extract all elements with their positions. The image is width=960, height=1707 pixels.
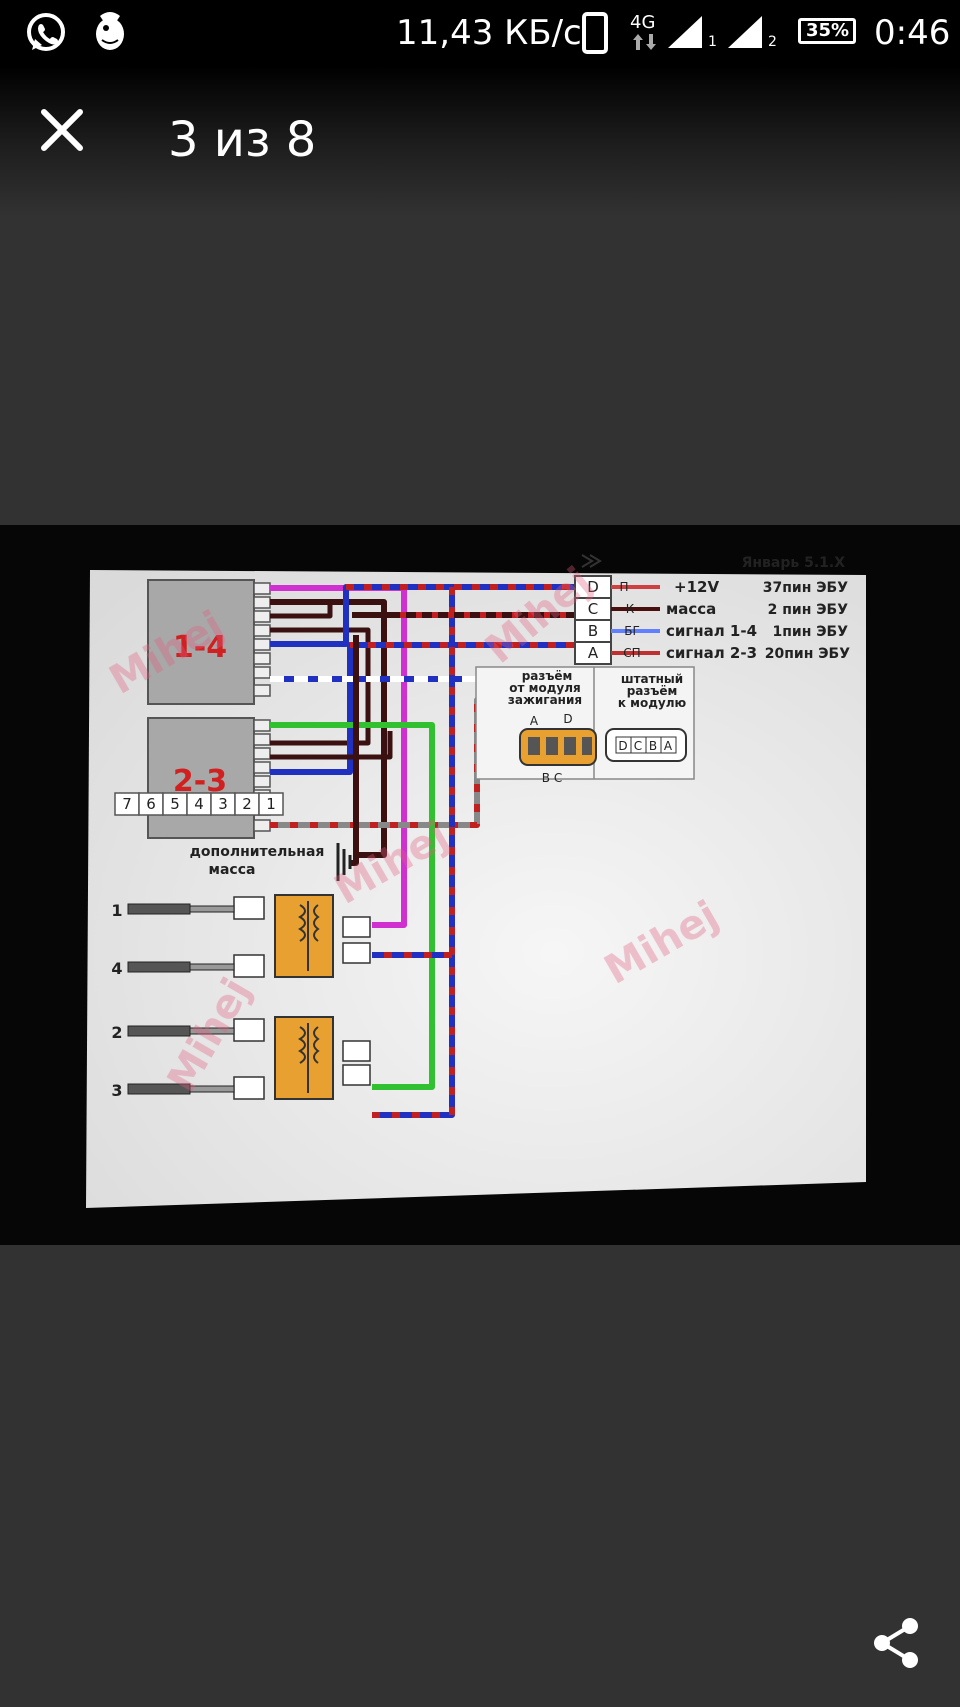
stock-pin: C bbox=[634, 739, 642, 753]
terminal-strip bbox=[114, 792, 284, 816]
sim1-label: 1 bbox=[708, 34, 717, 50]
ignition-coil-1-4 bbox=[274, 894, 334, 978]
page-counter: 3 из 8 bbox=[168, 112, 317, 168]
terminal-num: 3 bbox=[218, 795, 228, 813]
close-icon bbox=[41, 109, 83, 151]
network-type: 4G bbox=[630, 12, 656, 33]
module-plug-icon bbox=[519, 728, 597, 766]
connector-pin: C bbox=[588, 600, 598, 618]
signal-label: +12V bbox=[674, 578, 719, 596]
spark-plug-label: 4 bbox=[111, 959, 122, 978]
ecu-pin: 2 пин ЭБУ bbox=[768, 602, 849, 618]
ground-symbol bbox=[336, 843, 352, 881]
spark-plug-label: 2 bbox=[111, 1023, 122, 1042]
wire-code: СП bbox=[623, 646, 640, 660]
connector-pin: B bbox=[588, 622, 598, 640]
stock-pin: D bbox=[618, 739, 627, 753]
fish-app-icon bbox=[96, 12, 124, 50]
signal-label: сигнал 2-3 bbox=[666, 644, 757, 662]
wire-code: БГ bbox=[624, 624, 640, 638]
module-pin: A bbox=[530, 714, 539, 728]
wire-code: П bbox=[619, 580, 628, 594]
share-icon bbox=[874, 1618, 918, 1668]
coil-terminals bbox=[233, 896, 371, 1100]
status-bar: 11,43 КБ/с 4G 1 2 35% 0:46 bbox=[0, 0, 960, 66]
phone-icon bbox=[582, 12, 608, 54]
terminal-num: 6 bbox=[146, 795, 156, 813]
main-connector bbox=[574, 575, 612, 665]
signal-sim2-icon bbox=[728, 16, 762, 48]
module-pin: D bbox=[563, 712, 572, 726]
clock: 0:46 bbox=[874, 13, 951, 53]
extra-ground-label-2: масса bbox=[209, 862, 256, 878]
terminal-num: 5 bbox=[170, 795, 180, 813]
stock-pin: B bbox=[649, 739, 657, 753]
wire-dark-2 bbox=[270, 603, 333, 619]
wire-pink bbox=[270, 585, 407, 928]
connector-pin: A bbox=[588, 644, 599, 662]
whatsapp-icon bbox=[27, 13, 65, 51]
terminal-num: 4 bbox=[194, 795, 204, 813]
spark-plug-label: 3 bbox=[111, 1081, 122, 1100]
wire-dark-4 bbox=[270, 731, 393, 760]
viewer-top-bar bbox=[0, 66, 960, 216]
photo-image[interactable]: 1-4 2-3 bbox=[0, 525, 960, 1245]
wire-dark-1 bbox=[270, 599, 387, 858]
block-2-3 bbox=[147, 717, 255, 839]
diagram-title: Январь 5.1.X bbox=[742, 555, 846, 571]
battery-icon bbox=[798, 18, 856, 44]
close-button[interactable] bbox=[32, 100, 92, 160]
wire-main-ground bbox=[350, 635, 359, 866]
module-pins-bottom: B C bbox=[542, 771, 562, 785]
wire-green bbox=[270, 722, 435, 1090]
wire-supply-blue-stripe bbox=[372, 587, 455, 1118]
signal-label: сигнал 1-4 bbox=[666, 622, 757, 640]
module-caption: разъём bbox=[522, 669, 573, 683]
stock-caption: разъём bbox=[627, 684, 678, 698]
stock-caption: к модулю bbox=[618, 696, 687, 710]
battery-level: 35% bbox=[806, 20, 850, 41]
module-caption: от модуля bbox=[509, 681, 580, 695]
spark-plugs bbox=[127, 903, 235, 1095]
stock-plug-icon bbox=[605, 728, 687, 762]
network-speed: 11,43 КБ/с bbox=[396, 13, 582, 53]
extra-ground-label-1: дополнительная bbox=[190, 844, 325, 860]
terminal-num: 1 bbox=[266, 795, 276, 813]
wire-code: К bbox=[626, 602, 635, 616]
block-1-4 bbox=[147, 579, 255, 705]
ignition-coil-2-3 bbox=[274, 1016, 334, 1100]
stock-pin: A bbox=[664, 739, 673, 753]
block-1-4-label: 1-4 bbox=[173, 630, 227, 665]
share-button[interactable] bbox=[866, 1612, 928, 1674]
data-arrows-icon bbox=[633, 34, 656, 50]
stock-caption: штатный bbox=[621, 672, 683, 686]
wiring-diagram: 1-4 2-3 bbox=[86, 554, 866, 1208]
connector-arrow-icon bbox=[581, 554, 602, 568]
stub-wires bbox=[611, 585, 660, 655]
ecu-pin: 37пин ЭБУ bbox=[763, 580, 848, 596]
spark-plug-label: 1 bbox=[111, 901, 122, 920]
terminal-numbers: 7 6 5 4 3 2 1 bbox=[122, 795, 276, 813]
terminal-num: 7 bbox=[122, 795, 132, 813]
wires bbox=[270, 584, 575, 1118]
ecu-pin: 1пин ЭБУ bbox=[772, 624, 848, 640]
sim2-label: 2 bbox=[768, 34, 777, 50]
ecu-pin: 20пин ЭБУ bbox=[765, 646, 850, 662]
wire-dark-3 bbox=[270, 627, 371, 746]
signal-sim1-icon bbox=[668, 16, 702, 48]
terminal-num: 2 bbox=[242, 795, 252, 813]
module-caption: зажигания bbox=[508, 693, 582, 707]
signal-label: масса bbox=[666, 600, 716, 618]
connector-pin: D bbox=[587, 578, 599, 596]
